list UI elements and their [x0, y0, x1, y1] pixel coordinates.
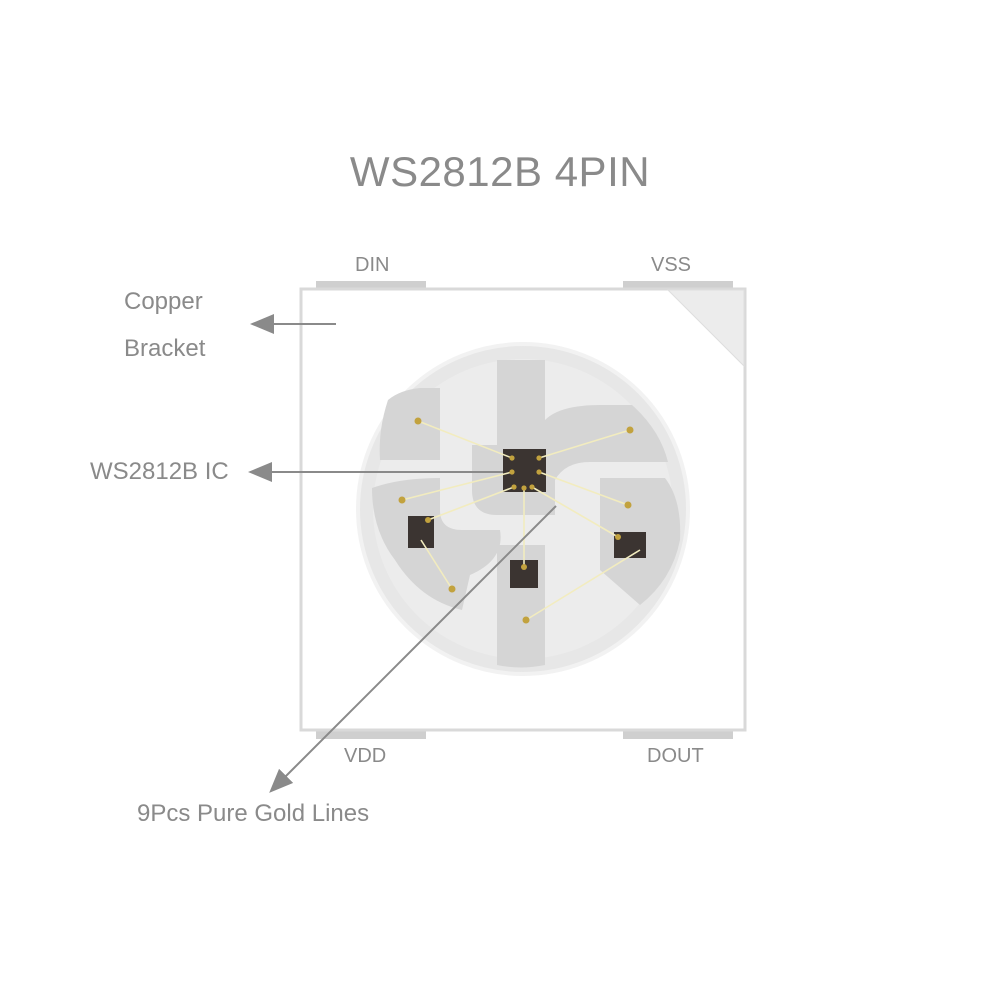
pin-din-label: DIN [355, 254, 390, 276]
corner-bevel [666, 289, 745, 368]
pin-dout-tab [623, 729, 733, 739]
ic-die-pads [509, 455, 542, 491]
copper-bracket-label-line1: Copper [124, 288, 203, 315]
ic-label: WS2812B IC [90, 458, 229, 485]
gold-lines-arrow [269, 505, 557, 793]
gold-bond-wires [401, 420, 641, 621]
pin-vdd-label: VDD [344, 745, 387, 767]
gold-lines-label: 9Pcs Pure Gold Lines [137, 800, 370, 827]
bond-pads [398, 417, 634, 624]
pin-vdd-tab [316, 729, 426, 739]
pin-vss-label: VSS [651, 254, 692, 276]
copper-bracket-label-line2: Bracket [124, 335, 206, 362]
pin-vss-tab [623, 281, 733, 291]
diagram-title: WS2812B 4PIN [349, 148, 651, 195]
pin-dout-label: DOUT [647, 745, 704, 767]
pin-din-tab [316, 281, 426, 291]
